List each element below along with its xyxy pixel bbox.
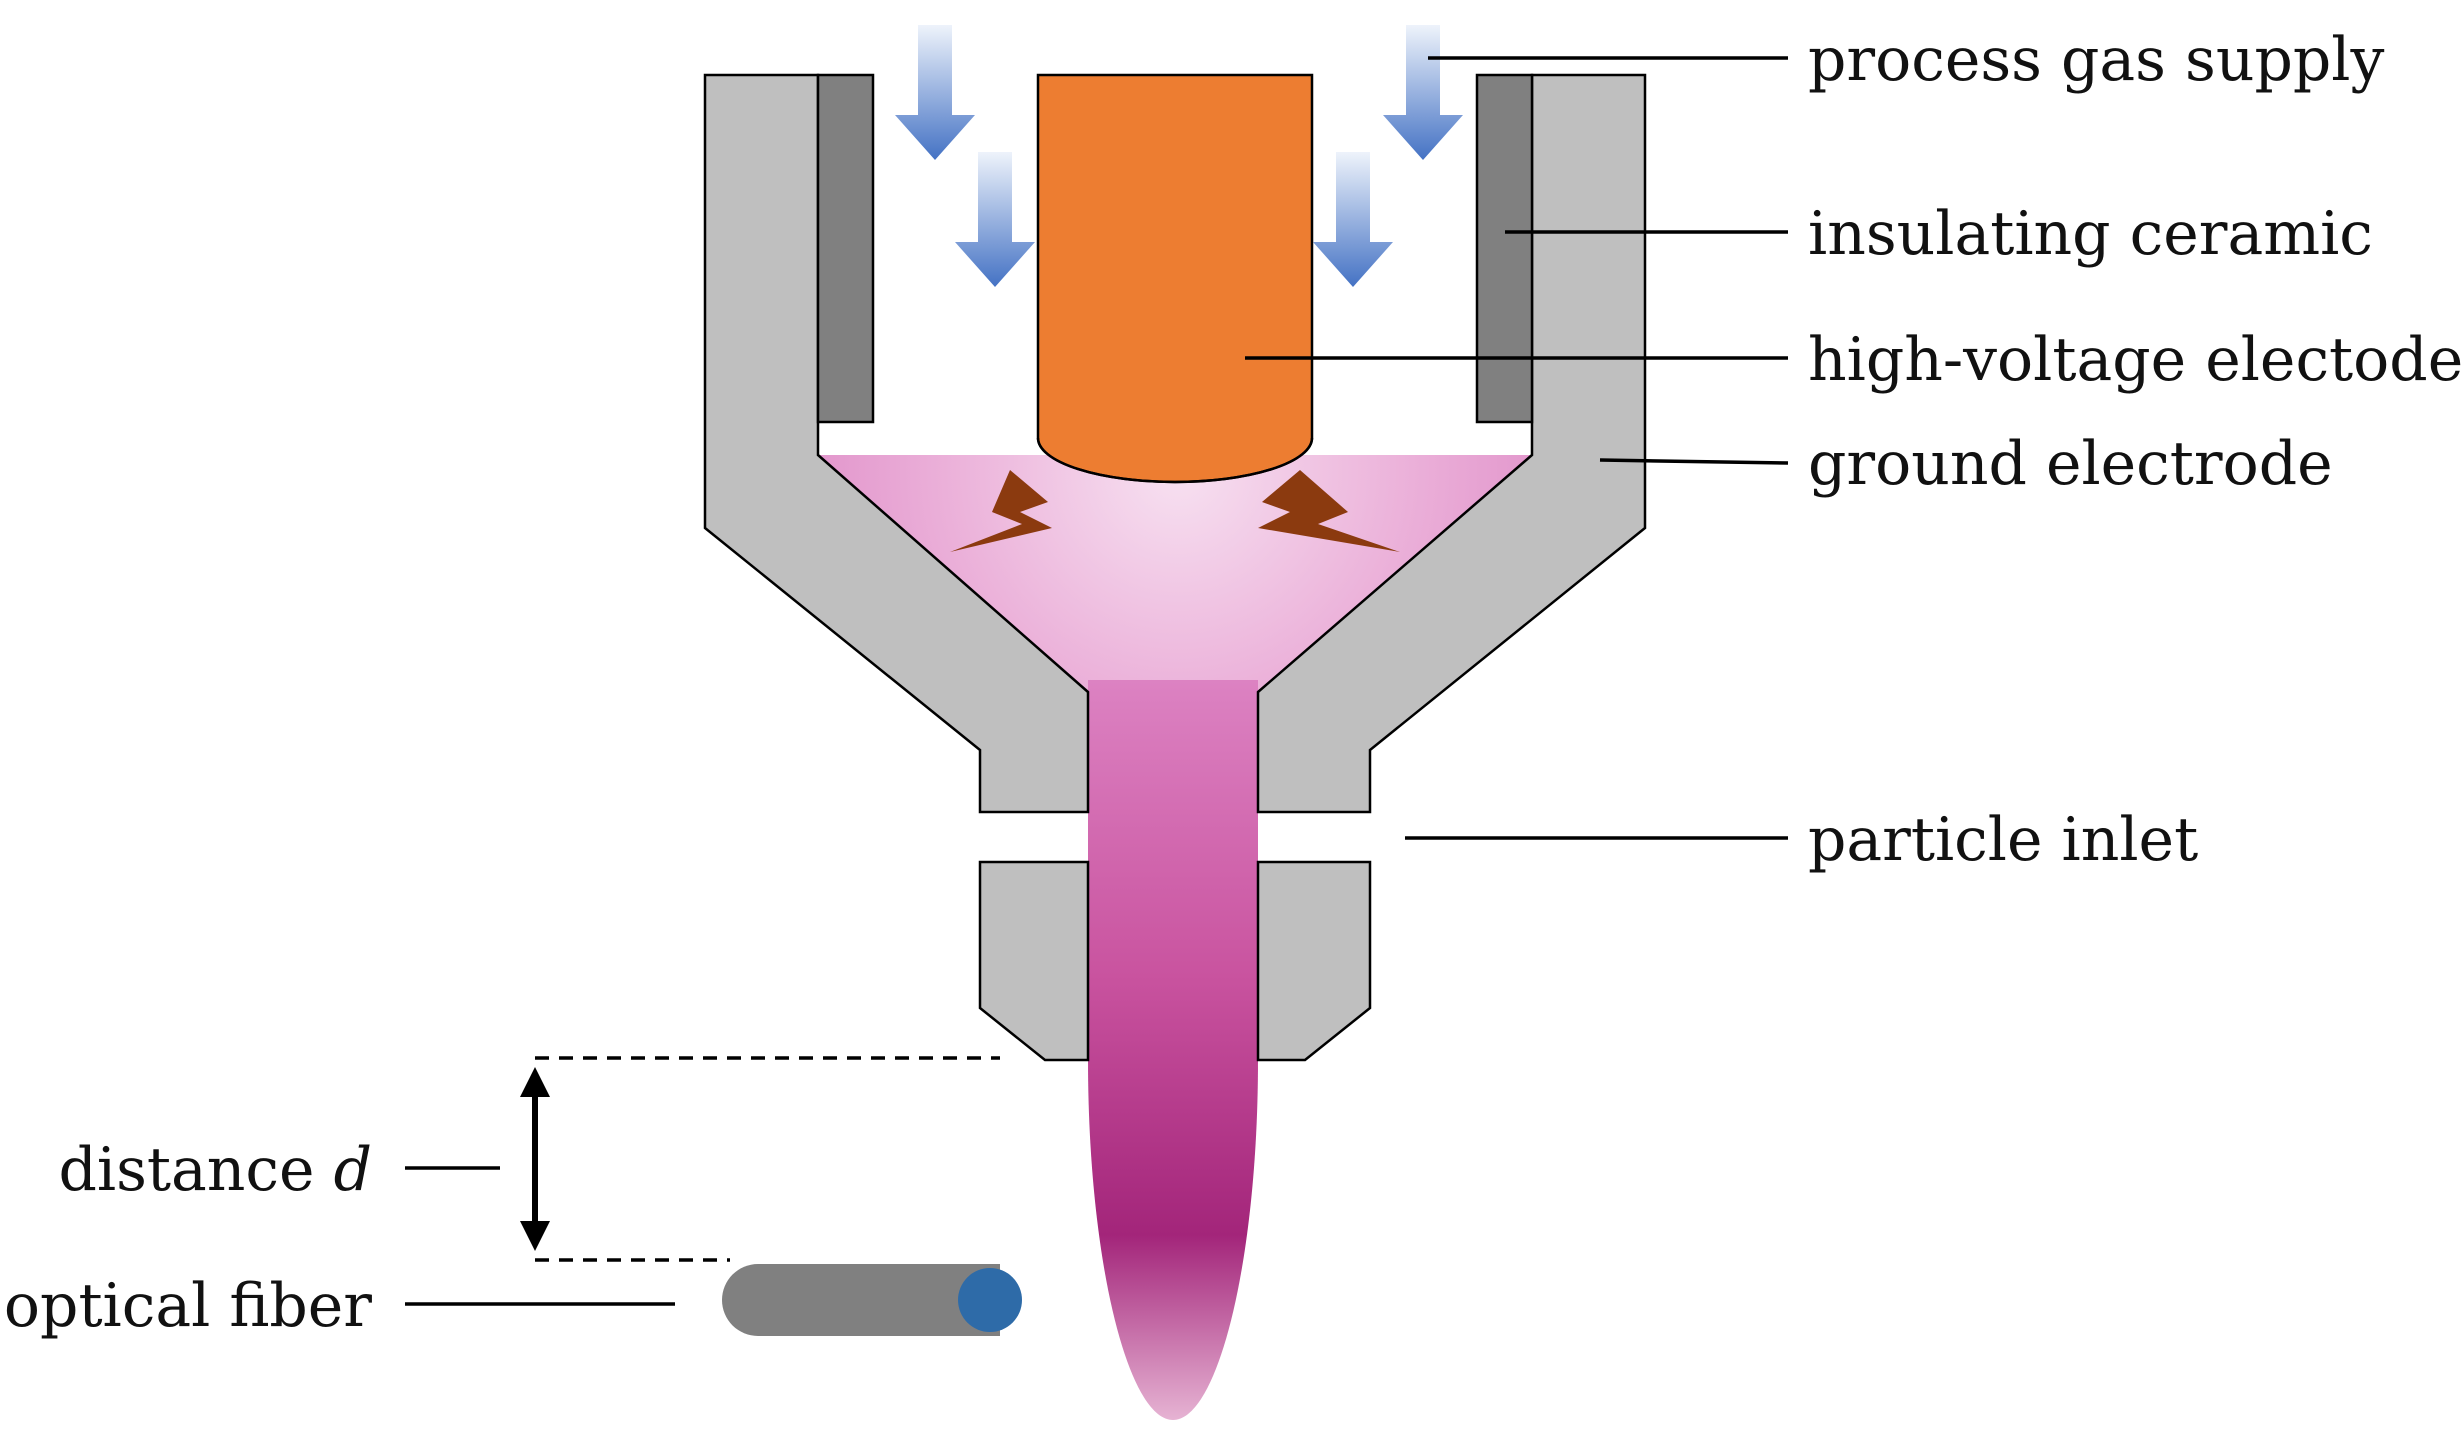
label-particle-inlet: particle inlet — [1808, 805, 2198, 875]
plasma-cone — [818, 455, 1532, 692]
label-high-voltage-electrode: high-voltage electode — [1808, 325, 2462, 395]
label-insulating-ceramic: insulating ceramic — [1808, 199, 2373, 269]
gas-arrow-icon — [955, 152, 1035, 287]
spark-icon — [950, 470, 1052, 552]
label-distance: distance d — [58, 1135, 372, 1205]
label-process-gas-supply: process gas supply — [1808, 25, 2384, 95]
plasma-jet — [1088, 680, 1258, 1420]
leader-ground — [1599, 458, 1789, 465]
label-ground-electrode: ground electrode — [1808, 429, 2333, 499]
fiber-core — [958, 1268, 1022, 1332]
nozzle-lower-right — [1256, 860, 1372, 1062]
gas-arrow-icon — [895, 25, 975, 160]
nozzle-lower-left — [978, 860, 1090, 1062]
insulating-ceramic-left — [816, 73, 875, 424]
insulating-ceramic-right — [1475, 73, 1534, 424]
label-optical-fiber: optical fiber — [4, 1271, 372, 1341]
gas-arrow-icon — [1313, 152, 1393, 287]
label-distance-prefix: distance — [58, 1135, 314, 1205]
high-voltage-electrode — [1036, 73, 1314, 484]
ground-electrode-right — [1256, 73, 1647, 814]
ground-electrode-left — [703, 73, 1090, 814]
gas-arrow-icon — [1383, 25, 1463, 160]
label-distance-symbol: d — [334, 1135, 372, 1205]
spark-icon — [1258, 470, 1400, 552]
optical-fiber — [722, 1264, 1000, 1336]
